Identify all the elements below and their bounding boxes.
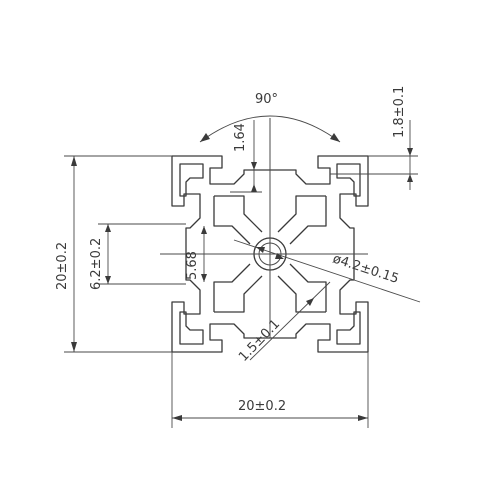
wall-thickness-label: 1.5±0.1 xyxy=(236,317,283,365)
inner-cavity-bottom-right xyxy=(336,311,361,345)
slot-depth-label: 1.64 xyxy=(233,123,248,152)
angle-arc xyxy=(199,115,341,143)
diagonal-rib-top-left xyxy=(213,195,263,245)
inner-width-label: 5.68 xyxy=(185,251,200,280)
dimension-lines xyxy=(71,115,421,421)
inner-cavity-bottom-left xyxy=(179,311,204,345)
diagonal-rib-bottom-right xyxy=(277,263,327,313)
inner-cavity-top-left xyxy=(179,163,204,197)
diagonal-rib-top-right xyxy=(277,195,327,245)
lip-thickness-label: 1.8±0.1 xyxy=(392,86,407,138)
wall-leader-line xyxy=(249,281,331,361)
bore-diameter-label: ø4.2±0.15 xyxy=(331,252,401,287)
width-label: 20±0.2 xyxy=(238,399,286,414)
center-lines xyxy=(160,118,368,338)
slot-width-label: 6.2±0.2 xyxy=(89,238,104,290)
angle-label: 90° xyxy=(255,92,278,107)
diagonal-rib-bottom-left xyxy=(213,263,263,313)
inner-cavity-top-right xyxy=(336,163,361,197)
extension-lines xyxy=(64,155,418,428)
height-label: 20±0.2 xyxy=(55,242,70,290)
bore-leader-line xyxy=(233,239,421,303)
